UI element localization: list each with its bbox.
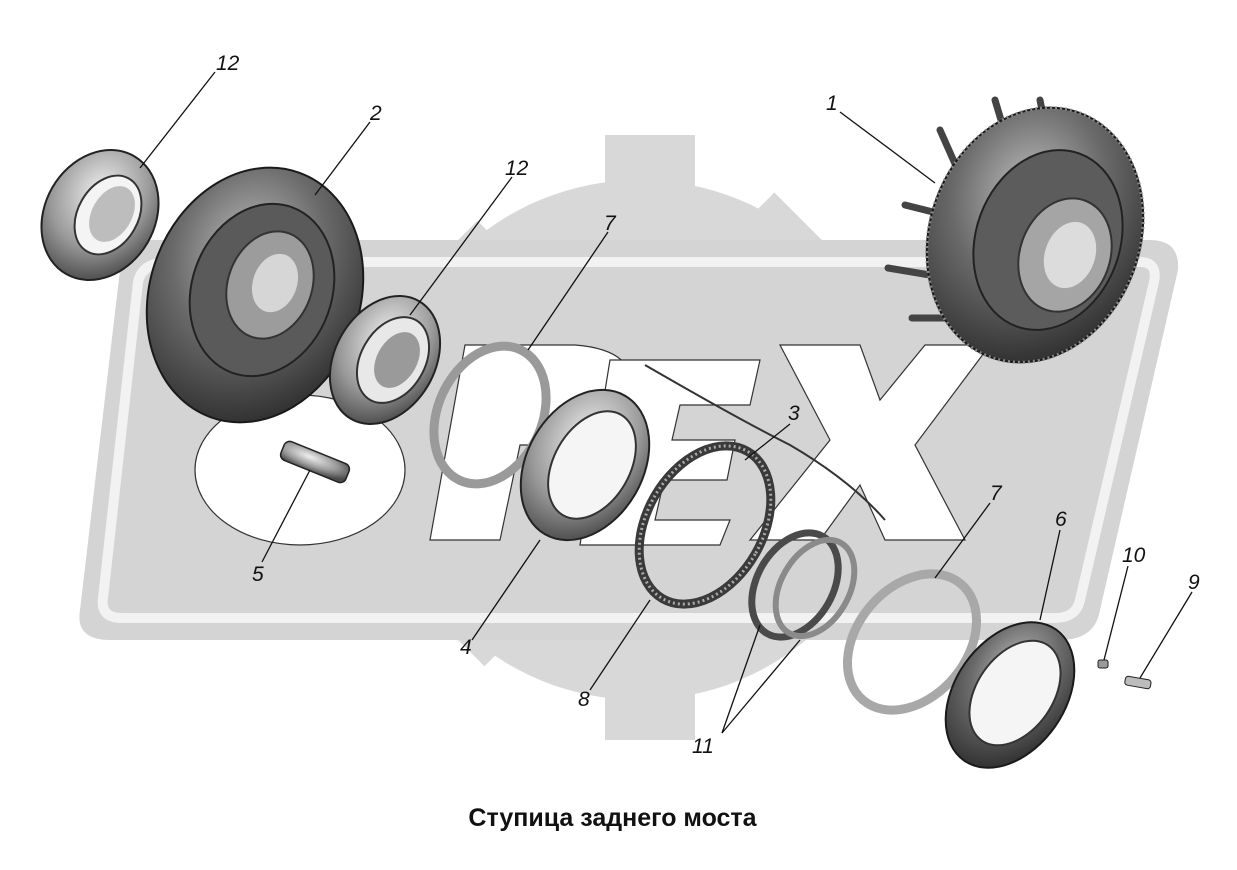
part-hub-housing-2 [145, 166, 365, 424]
callout-6: 6 [1055, 508, 1067, 531]
part-cover-6 [944, 621, 1076, 769]
callout-1: 1 [826, 92, 838, 115]
part-rings-11 [748, 529, 858, 641]
callout-10: 10 [1122, 544, 1146, 567]
diagram-caption: Ступица заднего моста [468, 804, 757, 832]
callout-5: 5 [252, 563, 264, 586]
part-bearing-12-mid [328, 295, 442, 425]
leader-lines [139, 71, 1193, 734]
part-seal-12-left [40, 149, 160, 281]
part-pin-10 [1097, 659, 1109, 669]
part-hub-1 [884, 96, 1145, 364]
sensor-wire [644, 364, 886, 521]
part-tone-ring-8 [634, 441, 776, 609]
callout-8: 8 [578, 688, 590, 711]
part-ring-4 [519, 388, 651, 542]
callout-7-right: 7 [990, 482, 1003, 505]
callout-2: 2 [369, 102, 382, 125]
part-bolt-5 [279, 440, 351, 484]
callout-4: 4 [460, 636, 472, 659]
callout-7-left: 7 [604, 212, 617, 235]
watermark-frame-inner [97, 257, 1160, 623]
callout-12-top-left: 12 [216, 52, 240, 75]
part-gasket-7-right [842, 569, 982, 715]
part-screw-9 [1124, 675, 1152, 690]
callout-9: 9 [1188, 571, 1200, 594]
callout-3: 3 [788, 402, 800, 425]
callout-12-middle: 12 [505, 157, 529, 180]
callout-11: 11 [692, 735, 714, 758]
callout-labels: 12 2 12 7 1 3 5 4 8 11 7 6 10 9 [216, 52, 1200, 758]
